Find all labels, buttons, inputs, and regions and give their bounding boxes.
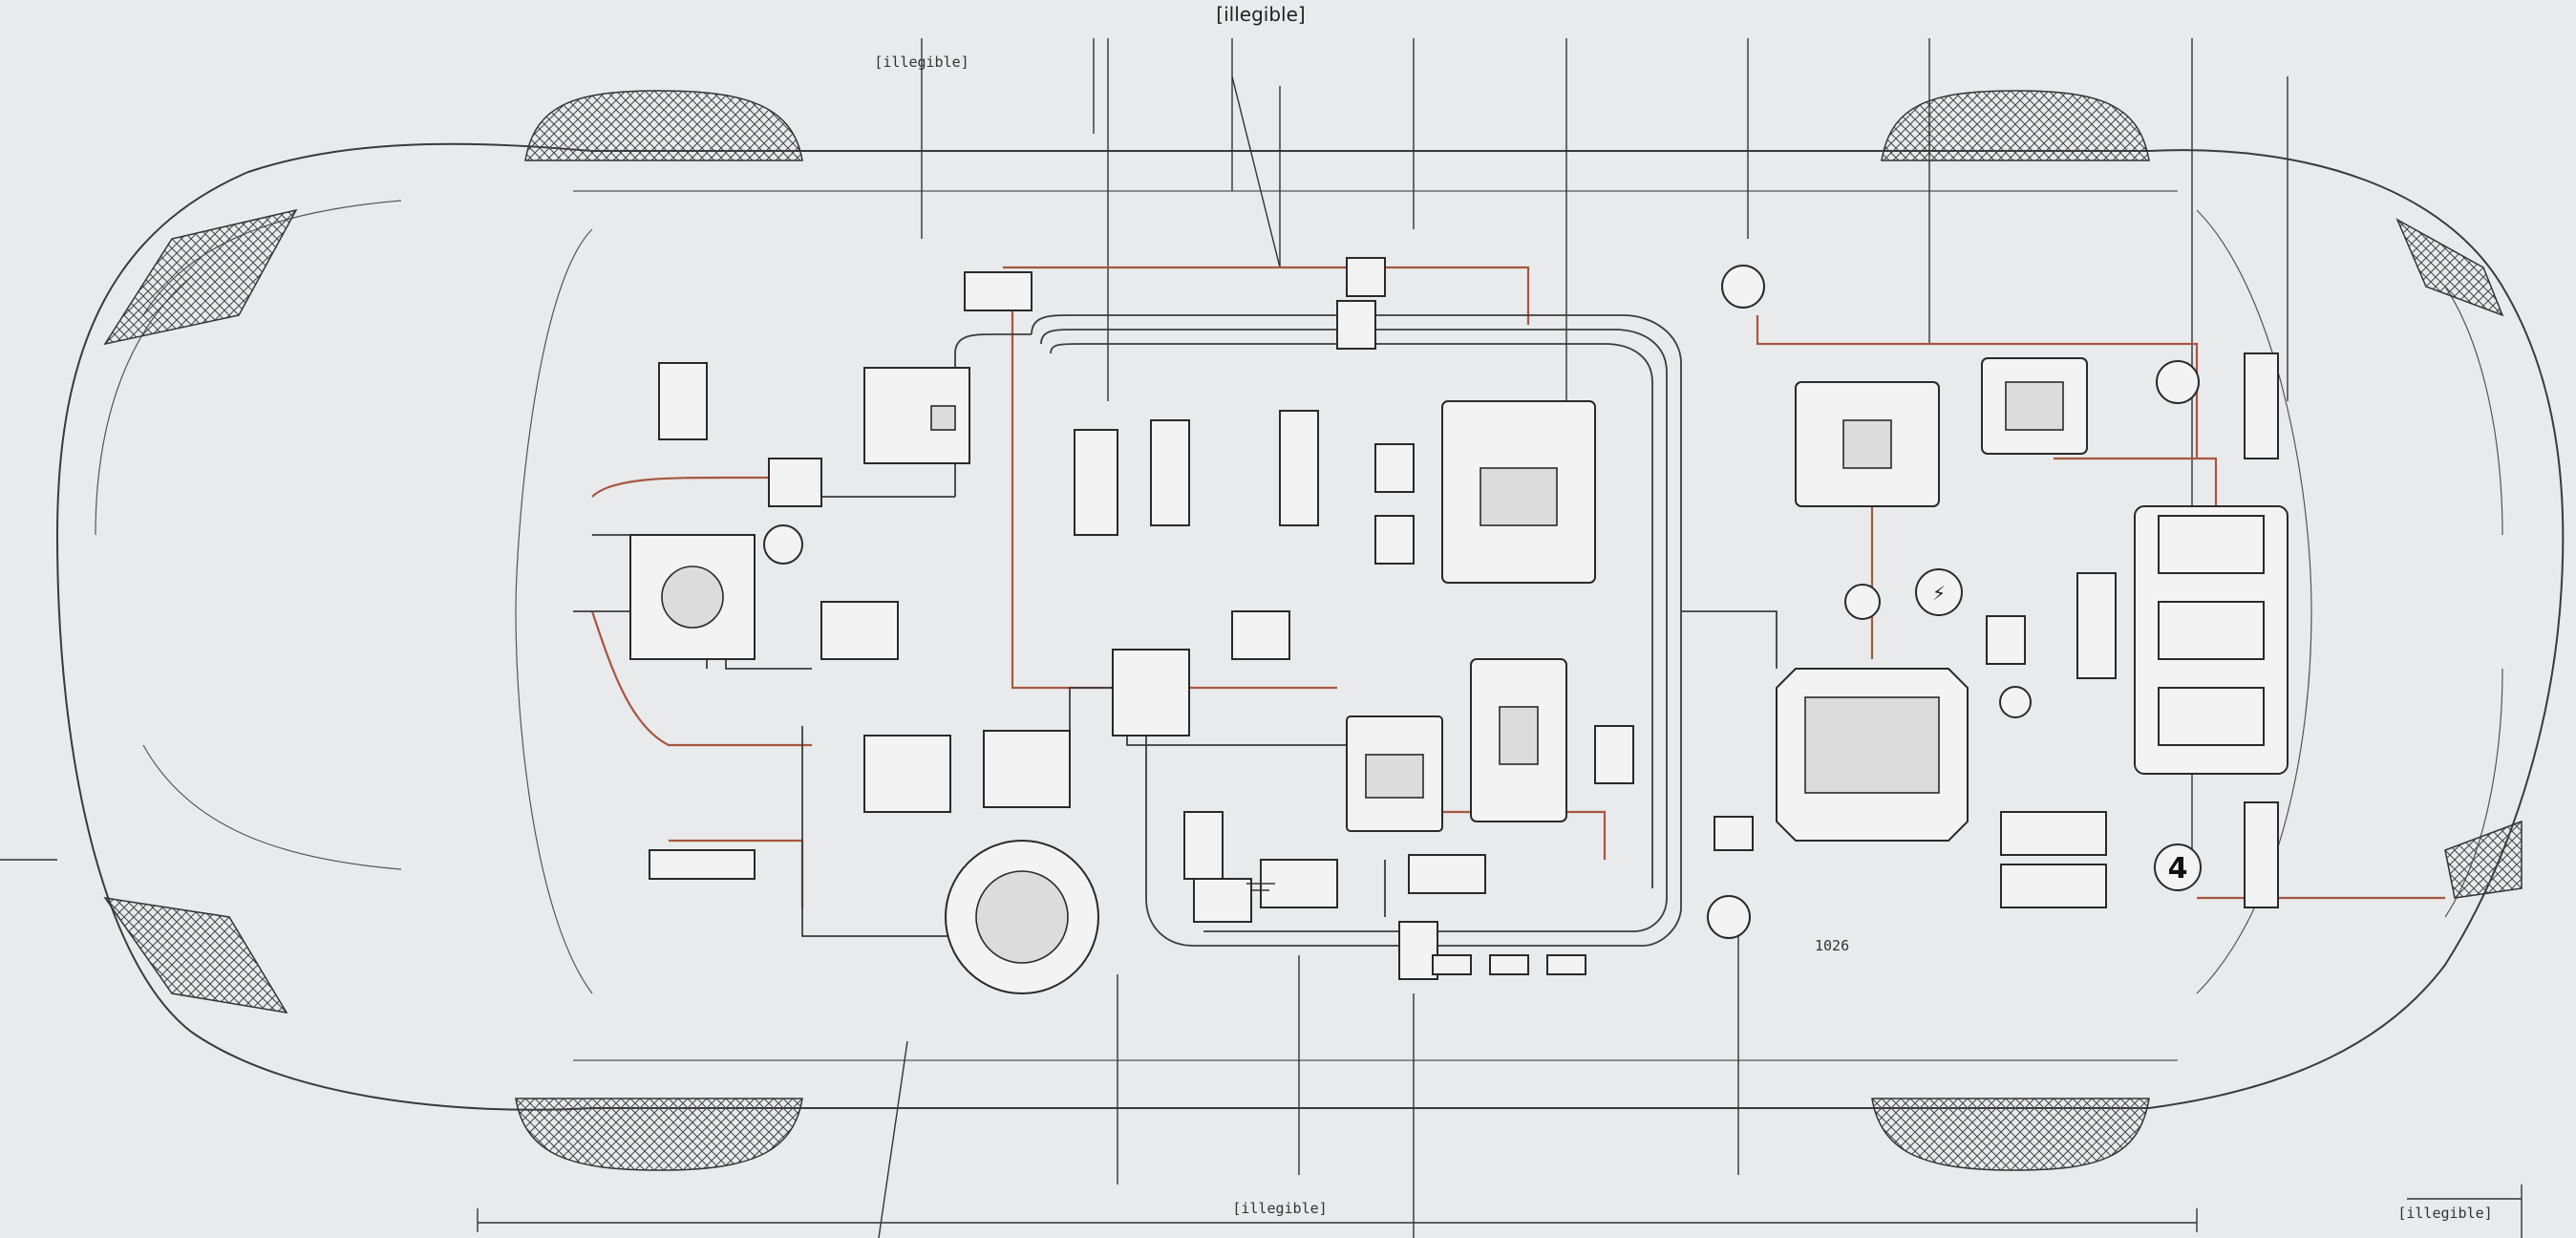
svg-text:⚡: ⚡: [1932, 582, 1946, 605]
harness-connector: [658, 362, 708, 440]
svg-text:4: 4: [2168, 852, 2188, 886]
front-lights: [103, 208, 298, 1014]
bottom-right-code: [illegible]: [2397, 1205, 2492, 1222]
harness-connector: [1714, 816, 1754, 851]
wheel-icon: [1881, 90, 2150, 161]
harness-connector: [1150, 419, 1190, 526]
harness-connector: [964, 271, 1033, 311]
module-relay-box: [863, 730, 1071, 813]
side-label: 1026: [1815, 937, 1849, 954]
harness-connector: [1374, 515, 1415, 565]
dimension-lines: [0, 859, 2523, 1238]
wheel-icon: [524, 90, 803, 161]
harness-connector: [1594, 725, 1634, 784]
module-engine-ecu: [1470, 658, 1567, 822]
module-center: [1346, 715, 1443, 832]
harness-connector: [1374, 443, 1415, 493]
car-body-outline: [55, 142, 2565, 1111]
harness-connector: [649, 849, 756, 880]
harness-connector: [1398, 921, 1438, 980]
harness-connector: [1183, 811, 1224, 880]
harness-connector: [1336, 300, 1376, 350]
harness-connector: [1231, 610, 1290, 660]
ecu-modules: [629, 357, 2088, 842]
module-front-left: [629, 534, 756, 660]
harness-connector: [1408, 854, 1486, 894]
sensors: [763, 265, 2200, 939]
harness-connector: [2000, 811, 2107, 856]
headlight-right: [103, 896, 288, 1014]
wheel-icon: [1871, 1098, 2150, 1171]
harness-connector: [1074, 429, 1118, 536]
taillight-top: [2395, 218, 2504, 317]
headlight-left: [103, 208, 298, 346]
harness-connector: [1112, 649, 1190, 736]
module-rear-controller: [1981, 357, 2088, 455]
module-rear-ecu: [1795, 381, 1940, 507]
rear-connector-stack: [2134, 352, 2289, 908]
module-main-ecu: [1441, 400, 1596, 584]
ground-symbol: [1246, 860, 1275, 891]
bottom-center-code: [illegible]: [1232, 1200, 1327, 1217]
wheel-icon: [515, 1098, 803, 1171]
sensor-top: [1721, 265, 1765, 309]
sensor-small: [1999, 686, 2032, 718]
sensor-mid: [1844, 584, 1881, 620]
lightning-icon: ⚡: [1915, 568, 1963, 616]
sensor-left: [763, 524, 803, 565]
fuse-strip: [1193, 859, 1586, 975]
module-body-controller: [863, 367, 970, 464]
steering-assembly: [945, 840, 1099, 994]
connectors: [649, 257, 2117, 980]
top-left-part-code: [illegible]: [874, 53, 969, 71]
taillight-bottom: [2444, 820, 2523, 899]
sensor-rear: [2156, 360, 2200, 404]
diagram-title: [illegible]: [1216, 3, 1305, 26]
module-battery: [1776, 668, 1969, 842]
badge-circle: 4: [2154, 843, 2202, 891]
harness-connector: [1346, 257, 1386, 297]
sensor-ground: [1707, 895, 1751, 939]
harness-connector: [1279, 410, 1319, 526]
wheel-wells: [515, 90, 2150, 1171]
harness-connector: [2000, 864, 2107, 908]
top-callouts: [921, 38, 2289, 860]
harness-connector: [768, 458, 822, 507]
harness-connector: [1986, 615, 2026, 665]
bottom-callouts: [878, 936, 1739, 1238]
harness-connector: [2076, 572, 2117, 679]
rear-lights: [2395, 218, 2523, 899]
harness-connector: [820, 601, 899, 660]
